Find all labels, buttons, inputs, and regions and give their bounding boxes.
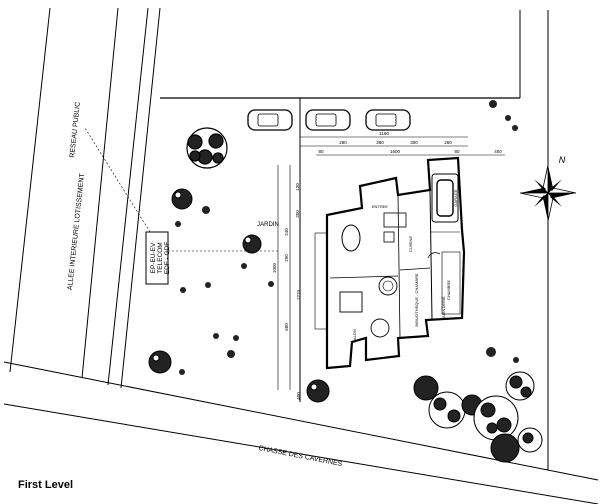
tree xyxy=(242,234,262,254)
dimension-lines: 1160 280 380 300 260 80 1600 80 400 120 … xyxy=(272,131,505,400)
svg-text:80: 80 xyxy=(454,149,460,154)
network-label: RESEAU PUBLIC xyxy=(69,102,82,158)
svg-text:400: 400 xyxy=(296,392,301,400)
tree xyxy=(306,379,330,403)
room-garage: GARAGE xyxy=(453,189,458,206)
room-kitchen: CUISINE xyxy=(408,236,413,253)
svg-text:350: 350 xyxy=(295,210,300,218)
road-interior-label: ALLEE INTERIEURE LOTISSEMENT xyxy=(67,172,86,290)
svg-text:290: 290 xyxy=(284,254,289,262)
house xyxy=(314,156,466,370)
svg-text:380: 380 xyxy=(376,140,384,145)
svg-text:680: 680 xyxy=(284,323,289,331)
parking-cars xyxy=(247,109,411,131)
svg-text:300: 300 xyxy=(410,140,418,145)
north-arrow: N xyxy=(519,155,577,222)
room-bedroom: CHAMBRE xyxy=(446,280,451,300)
page-caption: First Level xyxy=(18,479,74,491)
utility-edf: EDF - GDF xyxy=(164,242,171,275)
tree xyxy=(186,127,228,169)
utility-ep: EP-EU-EV xyxy=(150,242,157,273)
room-living: SALON xyxy=(352,329,357,343)
tree xyxy=(171,188,193,210)
svg-text:1000: 1000 xyxy=(272,262,277,273)
utility-telecom: TELECOM xyxy=(157,242,164,273)
svg-text:1600: 1600 xyxy=(390,149,401,154)
tree xyxy=(148,350,172,374)
svg-text:240: 240 xyxy=(284,228,289,236)
svg-text:280: 280 xyxy=(339,140,347,145)
svg-text:80: 80 xyxy=(318,149,324,154)
trees xyxy=(148,100,543,463)
garden-label: JARDIN xyxy=(257,222,279,228)
room-library: BIBLIOTHEQUE - CHAMBRE xyxy=(414,273,419,326)
room-entry: ENTREE xyxy=(372,204,389,209)
svg-text:120: 120 xyxy=(295,183,300,191)
property-boundary xyxy=(160,10,549,470)
interior-road xyxy=(9,7,161,389)
dim-label: 1160 xyxy=(379,131,389,136)
shrubs xyxy=(175,100,519,375)
tree-cluster xyxy=(413,371,543,463)
room-office: BUANDERIE xyxy=(441,296,446,320)
svg-text:1210: 1210 xyxy=(296,289,301,300)
svg-text:260: 260 xyxy=(444,140,452,145)
utilities: EP-EU-EV TELECOM EDF - GDF xyxy=(84,127,278,285)
room-labels: ENTREE GARAGE CUISINE CHAMBRE SALON BIBL… xyxy=(352,189,458,343)
road-main-label: CHASSE DES CAVERNES xyxy=(258,445,343,468)
svg-text:400: 400 xyxy=(494,149,502,154)
north-label: N xyxy=(559,155,566,165)
